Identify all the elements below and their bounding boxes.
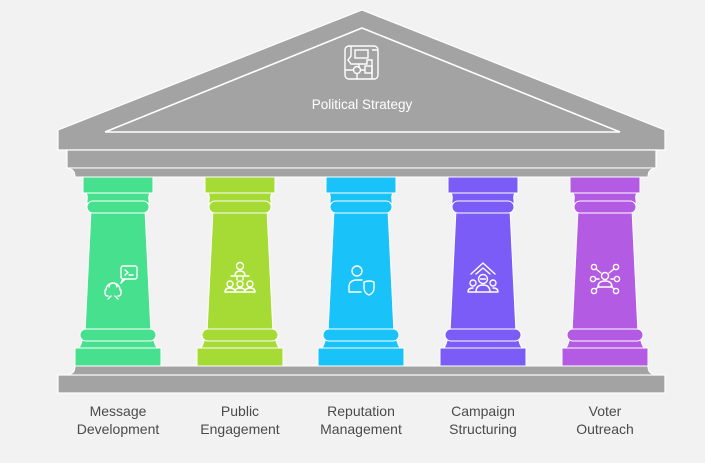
pillar-label-line2: Engagement	[200, 421, 280, 437]
pillar-plinth	[561, 347, 649, 367]
pillar-label-line1: Message	[89, 403, 147, 419]
user-network-icon	[589, 263, 621, 295]
pillar-label-line1: Public	[220, 403, 260, 419]
base-platform	[57, 374, 666, 394]
pillar-bottom-ring	[201, 328, 279, 342]
pillar-label-line1: Campaign	[451, 403, 515, 419]
pillar-capital	[569, 176, 641, 194]
pillar-label-line2: Management	[320, 421, 402, 437]
pillar	[439, 176, 527, 367]
group-arrow-up-icon	[467, 262, 499, 293]
pillar	[74, 176, 162, 367]
pillar-shaft	[327, 209, 395, 334]
pillar	[317, 176, 405, 367]
pillar-capital	[325, 176, 397, 194]
pillar-shaft	[84, 209, 152, 334]
pillar-shaft	[449, 209, 517, 334]
pillar	[561, 176, 649, 367]
user-shield-icon	[348, 265, 375, 296]
pillar-bottom-ring	[79, 328, 157, 342]
pillar-plinth	[74, 347, 162, 367]
flowchart-icon	[344, 45, 379, 80]
pillar-plinth	[439, 347, 527, 367]
pillar-top-ring	[451, 200, 515, 214]
pillar-plinth	[196, 347, 284, 367]
pillar-top-ring	[208, 200, 272, 214]
pillar-label-line1: Voter	[588, 403, 622, 419]
pillar-label-line2: Structuring	[449, 421, 517, 437]
pillar-bottom-ring	[566, 328, 644, 342]
pillar-top-ring	[573, 200, 637, 214]
speech-headset-icon	[104, 265, 138, 300]
pillar-bottom-ring	[444, 328, 522, 342]
pillar-top-ring	[86, 200, 150, 214]
pillar-capital	[447, 176, 519, 194]
pillar-top-ring	[329, 200, 393, 214]
pillar-label-line2: Outreach	[576, 421, 634, 437]
roof	[57, 9, 666, 151]
roof-inner-triangle	[104, 27, 621, 133]
entablature	[66, 149, 657, 169]
pillar-capital	[82, 176, 154, 194]
architrave	[69, 167, 654, 178]
presenter-audience-icon	[224, 261, 256, 293]
temple-title: Political Strategy	[311, 97, 413, 112]
pillar-label-line1: Reputation	[327, 403, 395, 419]
pillar-plinth	[317, 347, 405, 367]
pillar-capital	[204, 176, 276, 194]
pillar	[196, 176, 284, 367]
stylobate	[69, 365, 654, 376]
pillar-label-line2: Development	[76, 421, 160, 437]
pillar-bottom-ring	[322, 328, 400, 342]
pillar-shaft	[571, 209, 639, 334]
